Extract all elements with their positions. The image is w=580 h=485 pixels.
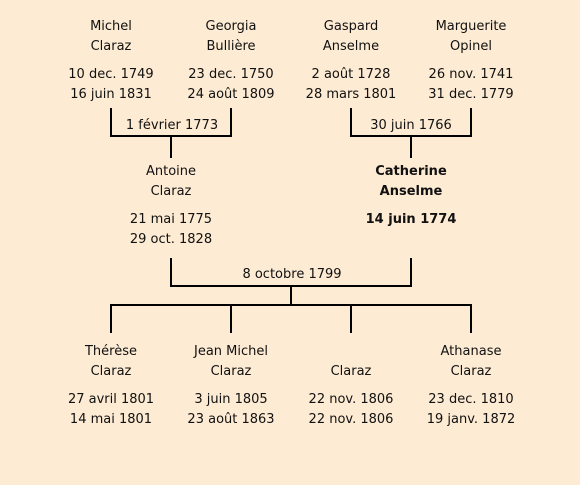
person-death-date: 31 dec. 1779 [428, 87, 514, 102]
person-last-name: Bullière [206, 39, 256, 54]
person-birth-date: 10 dec. 1749 [68, 67, 154, 82]
person-catherine-anselme: Catherine Anselme 14 juin 1774 [346, 162, 476, 250]
person-death-date: 14 mai 1801 [69, 412, 153, 427]
person-birth-date: 2 août 1728 [311, 67, 391, 82]
person-birth-date: 23 dec. 1750 [188, 67, 274, 82]
person-first-name: Georgia [205, 19, 257, 34]
person-last-name: Claraz [150, 184, 192, 199]
person-death-date: 23 août 1863 [187, 412, 275, 427]
person-last-name: Claraz [450, 364, 492, 379]
person-first-name: Thérèse [84, 344, 137, 359]
person-therese-claraz: Thérèse Claraz 27 avril 1801 14 mai 1801 [46, 342, 176, 430]
person-birth-date: 14 juin 1774 [365, 212, 457, 227]
person-last-name: Claraz [210, 364, 252, 379]
person-first-name [286, 342, 416, 362]
marriage-date: 30 juin 1766 [362, 118, 460, 134]
person-antoine-claraz: Antoine Claraz 21 mai 1775 29 oct. 1828 [106, 162, 236, 250]
person-death-date: 24 août 1809 [187, 87, 275, 102]
person-death-date: 16 juin 1831 [70, 87, 152, 102]
person-death-date: 28 mars 1801 [305, 87, 397, 102]
person-death-date: 22 nov. 1806 [308, 412, 394, 427]
person-michel-claraz: Michel Claraz 10 dec. 1749 16 juin 1831 [46, 17, 176, 105]
person-georgia-bulliere: Georgia Bullière 23 dec. 1750 24 août 18… [166, 17, 296, 105]
person-first-name: Catherine [375, 164, 447, 179]
person-last-name: Opinel [450, 39, 492, 54]
person-first-name: Marguerite [435, 19, 507, 34]
marriage-date: 1 février 1773 [121, 118, 223, 134]
person-birth-date: 3 juin 1805 [194, 392, 268, 407]
person-gaspard-anselme: Gaspard Anselme 2 août 1728 28 mars 1801 [286, 17, 416, 105]
person-last-name: Claraz [90, 364, 132, 379]
person-last-name: Claraz [90, 39, 132, 54]
person-birth-date: 27 avril 1801 [67, 392, 155, 407]
person-athanase-claraz: Athanase Claraz 23 dec. 1810 19 janv. 18… [406, 342, 536, 430]
person-death-date: 29 oct. 1828 [129, 232, 213, 247]
person-first-name: Michel [90, 19, 132, 34]
person-claraz-unnamed: Claraz 22 nov. 1806 22 nov. 1806 [286, 342, 416, 430]
marriage-date: 8 octobre 1799 [236, 267, 348, 283]
person-first-name: Antoine [145, 164, 197, 179]
person-death-date: 19 janv. 1872 [426, 412, 516, 427]
person-jean-michel-claraz: Jean Michel Claraz 3 juin 1805 23 août 1… [166, 342, 296, 430]
person-last-name: Anselme [322, 39, 380, 54]
person-first-name: Gaspard [323, 19, 379, 34]
person-death-date [346, 230, 476, 250]
person-first-name: Athanase [440, 344, 502, 359]
person-birth-date: 23 dec. 1810 [428, 392, 514, 407]
person-birth-date: 22 nov. 1806 [308, 392, 394, 407]
person-last-name: Claraz [330, 364, 372, 379]
person-marguerite-opinel: Marguerite Opinel 26 nov. 1741 31 dec. 1… [406, 17, 536, 105]
person-birth-date: 21 mai 1775 [129, 212, 213, 227]
person-first-name: Jean Michel [194, 344, 268, 359]
person-birth-date: 26 nov. 1741 [428, 67, 514, 82]
person-last-name: Anselme [379, 184, 443, 199]
